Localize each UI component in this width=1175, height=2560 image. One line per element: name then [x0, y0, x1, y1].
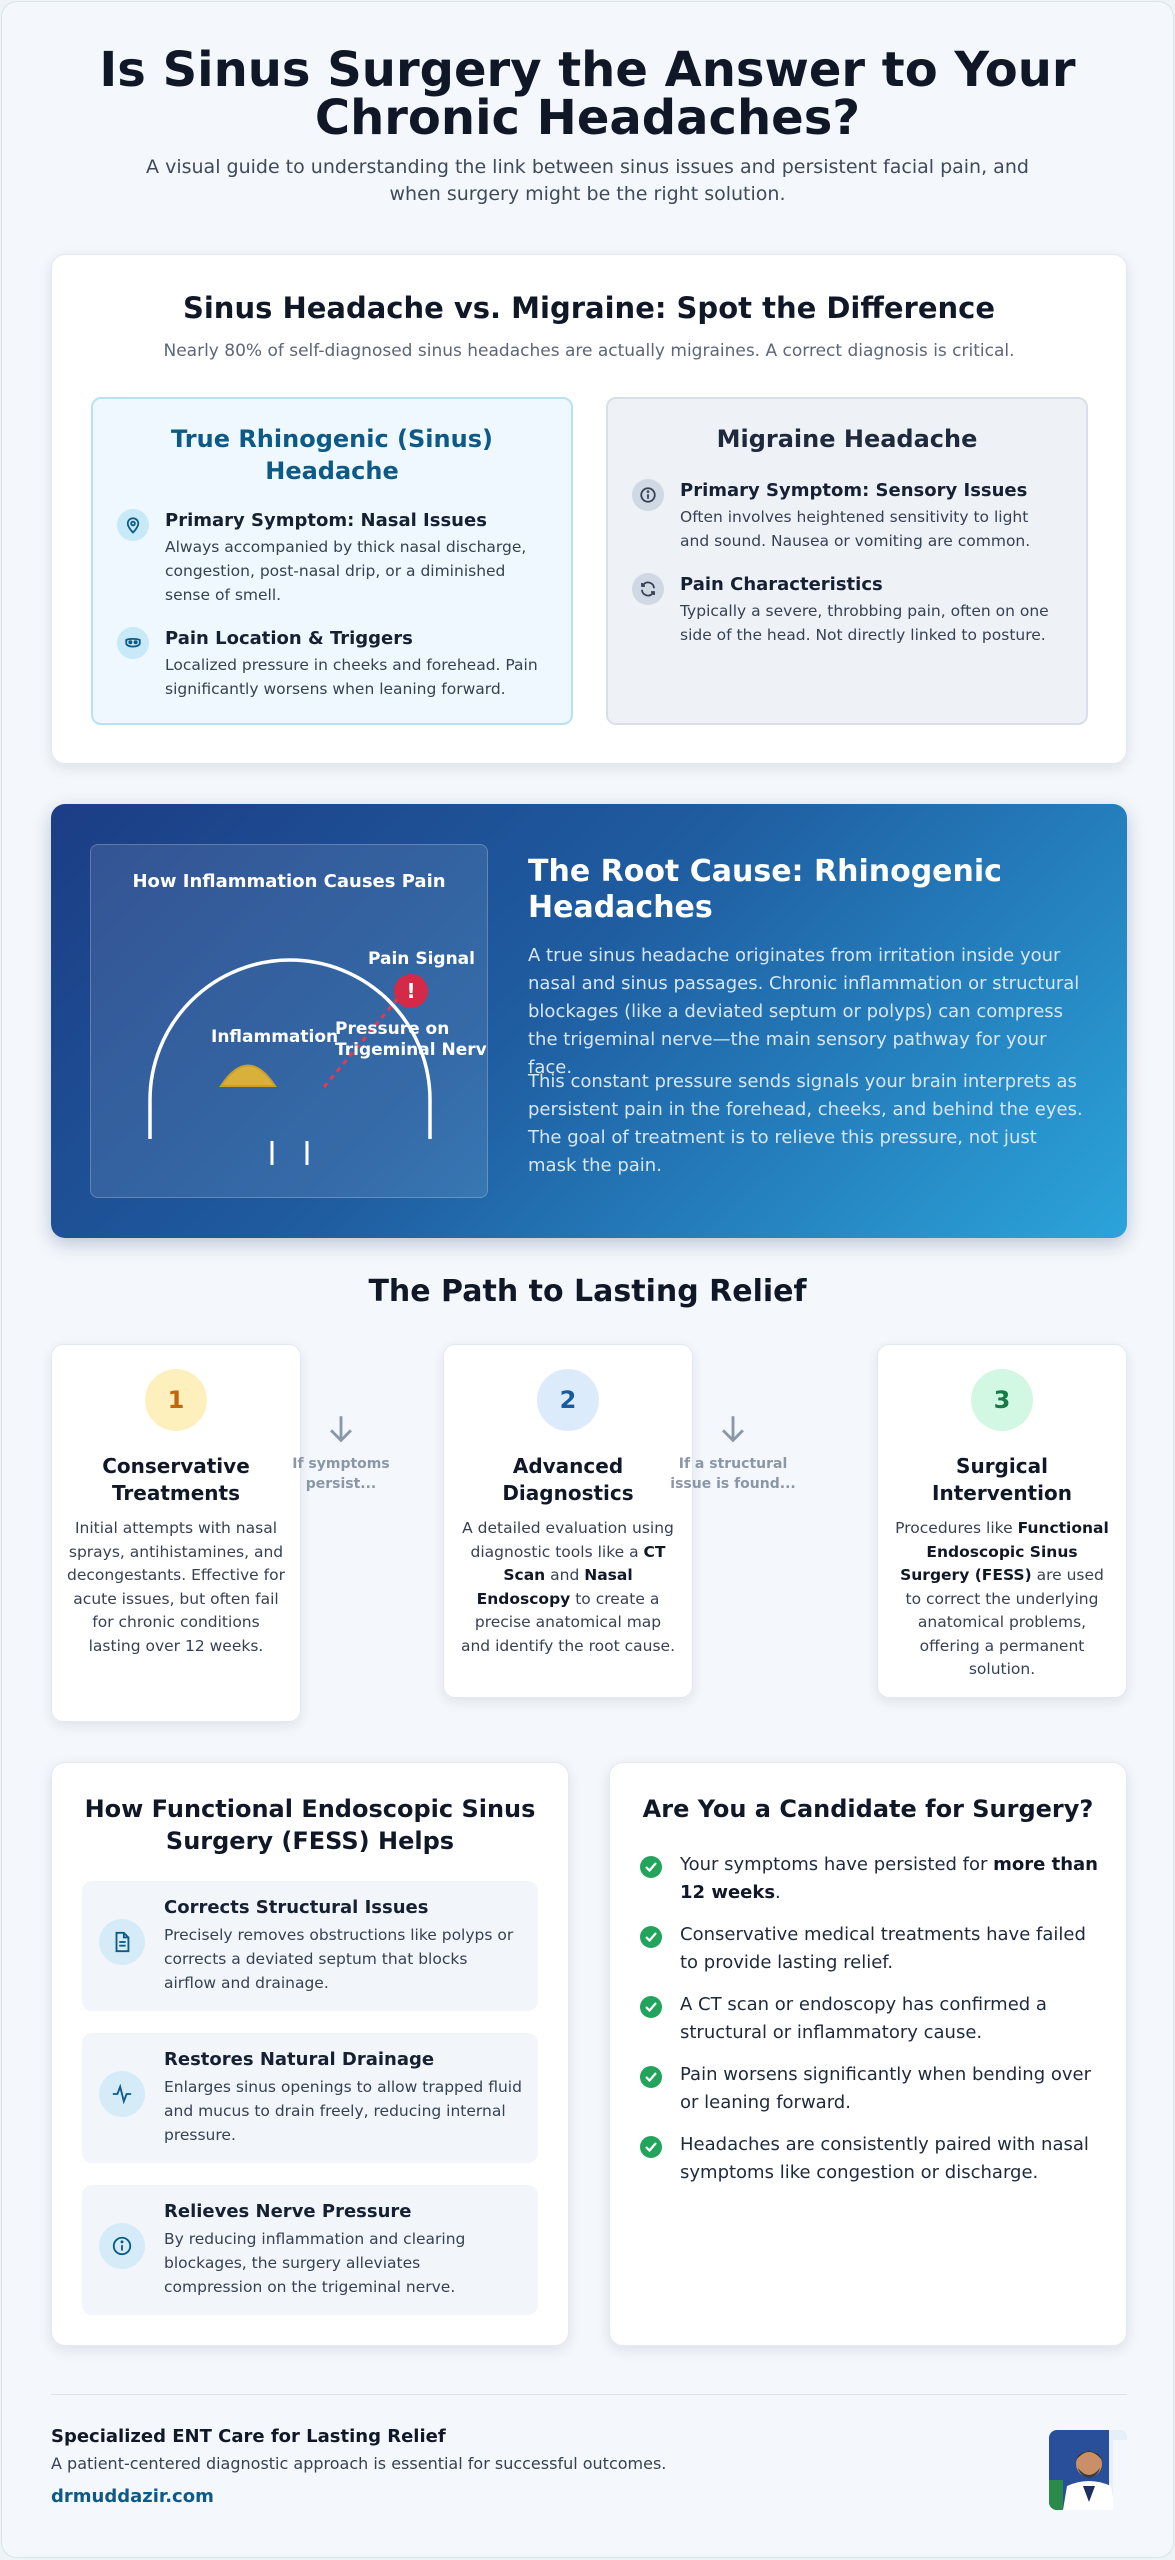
sinus-item-desc: Always accompanied by thick nasal discha…: [165, 538, 527, 604]
connector-label: If a structural issue is found...: [670, 1456, 796, 1492]
arrow-down-icon: [330, 1416, 352, 1443]
step-card-2: 2 Advanced Diagnostics A detailed evalua…: [443, 1344, 693, 1698]
doctor-photo: [1049, 2430, 1127, 2510]
migraine-item-desc: Often involves heightened sensitivity to…: [680, 508, 1031, 550]
step-desc: Procedures like Functional Endoscopic Si…: [895, 1519, 1109, 1678]
fess-item-title: Relieves Nerve Pressure: [164, 2201, 412, 2222]
root-cause-paragraph: A true sinus headache originates from ir…: [528, 945, 1080, 1078]
candidate-criterion: A CT scan or endoscopy has confirmed a s…: [640, 1991, 1102, 2047]
candidate-criterion: Conservative medical treatments have fai…: [640, 1921, 1102, 1977]
footer-title: Specialized ENT Care for Lasting Relief: [51, 2426, 446, 2447]
alert-badge: [394, 974, 428, 1008]
footer-divider: [51, 2394, 1127, 2395]
step-connector: If a structural issue is found...: [663, 1412, 803, 1494]
document-icon: [99, 1919, 145, 1965]
fess-benefit-item: Restores Natural Drainage Enlarges sinus…: [82, 2033, 538, 2163]
check-icon: [640, 2136, 662, 2158]
check-icon: [640, 2066, 662, 2088]
diagram-title: How Inflammation Causes Pain: [132, 871, 446, 892]
migraine-panel-title: Migraine Headache: [716, 425, 978, 453]
migraine-item-desc: Typically a severe, throbbing pain, ofte…: [680, 602, 1049, 644]
check-icon: [640, 1996, 662, 2018]
inflammation-label: Inflammation: [211, 1027, 338, 1047]
website-link[interactable]: drmuddazir.com: [51, 2486, 214, 2507]
candidate-criterion: Headaches are consistently paired with n…: [640, 2131, 1102, 2187]
inflammation-area: [219, 1064, 277, 1087]
fess-title: How Functional Endoscopic Sinus Surgery …: [84, 1795, 536, 1855]
footer-subtitle: A patient-centered diagnostic approach i…: [51, 2454, 667, 2473]
location-pin-icon: [117, 509, 149, 541]
comparison-title: Sinus Headache vs. Migraine: Spot the Di…: [182, 291, 995, 325]
candidate-criterion: Pain worsens significantly when bending …: [640, 2061, 1102, 2117]
step-card-1: 1 Conservative Treatments Initial attemp…: [51, 1344, 301, 1722]
refresh-icon: [632, 573, 664, 605]
sinus-item: Pain Location & Triggers Localized press…: [117, 627, 547, 701]
page-title: Is Sinus Surgery the Answer to Your Chro…: [99, 42, 1076, 146]
fess-item-desc: Precisely removes obstructions like poly…: [164, 1926, 514, 1992]
page-subtitle: A visual guide to understanding the link…: [146, 156, 1029, 205]
pressure-label: Pressure on: [335, 1019, 449, 1039]
migraine-item-title: Primary Symptom: Sensory Issues: [680, 480, 1028, 501]
fess-item-desc: Enlarges sinus openings to allow trapped…: [164, 2078, 522, 2144]
step-title: Advanced Diagnostics: [502, 1454, 634, 1505]
comparison-card: Sinus Headache vs. Migraine: Spot the Di…: [51, 254, 1127, 764]
head-outline: [148, 958, 432, 1139]
info-icon: [99, 2223, 145, 2269]
fess-card: How Functional Endoscopic Sinus Surgery …: [51, 1762, 569, 2346]
step-number: 2: [537, 1369, 599, 1431]
root-cause-paragraph: This constant pressure sends signals you…: [528, 1071, 1083, 1176]
fess-item-title: Restores Natural Drainage: [164, 2049, 435, 2070]
trigeminal-nerve-label: Trigeminal Nerve: [335, 1040, 488, 1060]
migraine-item: Pain Characteristics Typically a severe,…: [632, 573, 1062, 647]
migraine-panel: Migraine Headache Primary Symptom: Senso…: [606, 397, 1088, 725]
check-icon: [640, 1856, 662, 1878]
candidate-card: Are You a Candidate for Surgery? Your sy…: [609, 1762, 1127, 2346]
sinus-item-desc: Localized pressure in cheeks and forehea…: [165, 656, 538, 698]
comparison-subtitle: Nearly 80% of self-diagnosed sinus heada…: [163, 341, 1015, 361]
candidate-title: Are You a Candidate for Surgery?: [642, 1795, 1094, 1823]
alert-icon: !: [406, 979, 415, 1003]
fess-benefit-item: Relieves Nerve Pressure By reducing infl…: [82, 2185, 538, 2315]
fess-item-title: Corrects Structural Issues: [164, 1897, 429, 1918]
check-icon: [640, 1926, 662, 1948]
info-icon: [632, 479, 664, 511]
mask-icon: [117, 627, 149, 659]
diagram-illustration: ! Pain Signal Inflammation Pressure on T…: [148, 949, 488, 1165]
inflammation-diagram: How Inflammation Causes Pain ! Pain Sign…: [90, 844, 488, 1198]
sinus-headache-panel: True Rhinogenic (Sinus) Headache Primary…: [91, 397, 573, 725]
root-cause-banner: How Inflammation Causes Pain ! Pain Sign…: [51, 804, 1127, 1238]
connector-label: If symptoms persist...: [292, 1456, 390, 1492]
step-number: 3: [971, 1369, 1033, 1431]
fess-item-desc: By reducing inflammation and clearing bl…: [164, 2230, 466, 2296]
step-connector: If symptoms persist...: [271, 1412, 411, 1494]
step-title: Conservative Treatments: [102, 1454, 250, 1505]
candidate-criterion: Your symptoms have persisted for more th…: [640, 1851, 1102, 1907]
sinus-item: Primary Symptom: Nasal Issues Always acc…: [117, 509, 547, 607]
step-desc: A detailed evaluation using diagnostic t…: [460, 1519, 675, 1655]
step-desc: Initial attempts with nasal sprays, anti…: [67, 1519, 285, 1655]
doctor-avatar: [1049, 2430, 1127, 2510]
page-header: Is Sinus Surgery the Answer to Your Chro…: [2, 46, 1173, 208]
step-card-3: 3 Surgical Intervention Procedures like …: [877, 1344, 1127, 1698]
migraine-item: Primary Symptom: Sensory Issues Often in…: [632, 479, 1062, 553]
pulse-icon: [99, 2071, 145, 2117]
arrow-down-icon: [722, 1416, 744, 1443]
sinus-item-title: Pain Location & Triggers: [165, 628, 413, 649]
root-cause-title: The Root Cause: Rhinogenic Headaches: [528, 854, 1002, 925]
migraine-item-title: Pain Characteristics: [680, 574, 883, 595]
sinus-panel-title: True Rhinogenic (Sinus) Headache: [171, 425, 493, 485]
step-title: Surgical Intervention: [932, 1454, 1072, 1505]
pain-signal-label: Pain Signal: [368, 949, 475, 969]
path-title: The Path to Lasting Relief: [368, 1274, 807, 1309]
step-number: 1: [145, 1369, 207, 1431]
fess-benefit-item: Corrects Structural Issues Precisely rem…: [82, 1881, 538, 2011]
sinus-item-title: Primary Symptom: Nasal Issues: [165, 510, 487, 531]
